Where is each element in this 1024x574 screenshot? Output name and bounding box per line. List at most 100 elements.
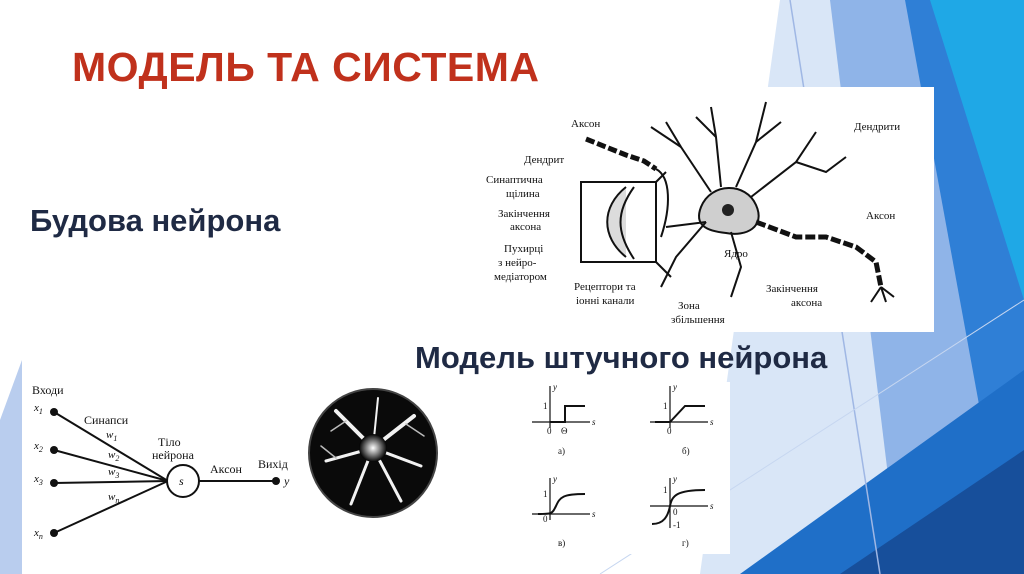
axon-terminal-detail <box>606 186 627 258</box>
incoming-axon <box>585 136 658 172</box>
receptor-membrane <box>619 186 635 260</box>
zoom-connector <box>655 171 672 278</box>
output-node <box>272 477 280 485</box>
body-label-1: Тіло <box>158 435 181 449</box>
label-axon-left: Аксон <box>571 118 600 130</box>
dendrite-branch <box>710 106 722 188</box>
bottom-dark-triangle <box>840 450 1024 574</box>
label-axon-ending-1: Закінчення <box>498 208 550 220</box>
plot-b-curve <box>655 405 705 423</box>
plot-a-x-label: s <box>592 417 596 427</box>
label-nucleus: Ядро <box>724 248 748 260</box>
plot-d-curve <box>651 489 706 525</box>
input-xn: xn <box>33 527 43 541</box>
body-label-2: нейрона <box>152 448 195 462</box>
artificial-neuron-figure: Входи Синапси Тіло нейрона Аксон Вихід s… <box>28 378 300 554</box>
plot-b-y-label: y <box>672 382 677 392</box>
plot-c-x-label: s <box>592 509 596 519</box>
nucleus <box>722 204 734 216</box>
input-x1: x1 <box>33 402 43 416</box>
dendrite-branch <box>665 221 707 228</box>
dendrite-branch <box>695 116 717 138</box>
input-x2: x2 <box>33 440 43 454</box>
dendrite-branch <box>730 231 743 298</box>
plot-d-minus-one: -1 <box>673 520 681 530</box>
label-axon-ending-2: аксона <box>510 221 541 233</box>
label-receptors-2: іонні канали <box>576 295 635 307</box>
label-vesicles-2: з нейро- <box>498 257 537 269</box>
artificial-neuron-svg: Входи Синапси Тіло нейрона Аксон Вихід s… <box>32 383 290 541</box>
plot-b-zero: 0 <box>667 426 672 436</box>
dendrite-branch <box>665 121 712 193</box>
label-vesicles-1: Пухирці <box>504 243 543 255</box>
plot-d-caption: г) <box>682 538 689 548</box>
input-line-1 <box>53 411 169 482</box>
dendrite-branch <box>795 156 847 174</box>
label-axon-ending-right-2: аксона <box>791 297 822 309</box>
plot-b-one: 1 <box>663 401 668 411</box>
label-synaptic-cleft-1: Синаптична <box>486 174 543 186</box>
photo-branch <box>320 420 425 459</box>
output-label: Вихід <box>258 457 288 471</box>
plot-a-one: 1 <box>543 401 548 411</box>
plot-a-caption: а) <box>558 446 565 456</box>
activation-functions-svg: y s 1 0 Θ а) y s 1 0 б) y s 1 0 в) y s 1… <box>532 382 714 548</box>
dendrite-line <box>655 168 669 238</box>
plot-a-theta: Θ <box>561 426 568 436</box>
label-zoom-zone-1: Зона <box>678 300 700 312</box>
plot-a-zero: 0 <box>547 426 552 436</box>
plot-c-one: 1 <box>543 489 548 499</box>
input-node-1 <box>50 408 58 416</box>
input-node-3 <box>50 479 58 487</box>
plot-d-y-label: y <box>672 474 677 484</box>
neuron-photo <box>306 386 440 520</box>
input-node-2 <box>50 446 58 454</box>
plot-a-curve <box>550 405 585 423</box>
photo-soma <box>359 434 387 462</box>
activation-functions-figure: y s 1 0 Θ а) y s 1 0 б) y s 1 0 в) y s 1… <box>530 382 730 554</box>
label-zoom-zone-2: збільшення <box>671 314 725 326</box>
label-axon-ending-right-1: Закінчення <box>766 283 818 295</box>
plot-c-curve <box>537 493 586 515</box>
dendrite-branch <box>735 101 767 188</box>
dendrite-branch <box>755 121 782 143</box>
input-node-n <box>50 529 58 537</box>
plot-d-zero: 0 <box>673 507 678 517</box>
plot-a-y-label: y <box>552 382 557 392</box>
input-x3: x3 <box>33 473 43 487</box>
plot-b-x-label: s <box>710 417 714 427</box>
plot-c-y-label: y <box>552 474 557 484</box>
neuron-structure-figure: Аксон Дендрити Дендрит Синаптична щілина… <box>466 87 934 332</box>
output-symbol: y <box>283 474 290 488</box>
plot-d-x-label: s <box>710 501 714 511</box>
axon-label: Аксон <box>210 462 243 476</box>
artificial-neuron-heading: Модель штучного нейрона <box>415 340 828 375</box>
label-axon-right: Аксон <box>866 210 895 222</box>
input-line-2 <box>53 449 169 482</box>
neuron-structure-svg: Аксон Дендрити Дендрит Синаптична щілина… <box>486 101 900 326</box>
plot-d-one: 1 <box>663 485 668 495</box>
dendrite-branch <box>650 126 682 148</box>
cyan-band <box>930 0 1024 300</box>
outgoing-axon <box>755 219 884 288</box>
plot-c-zero: 0 <box>543 514 548 524</box>
dendrite-branch <box>660 221 707 288</box>
input-line-n <box>53 480 169 534</box>
synapses-label: Синапси <box>84 413 129 427</box>
label-dendrite: Дендрит <box>524 154 564 166</box>
label-dendrites: Дендрити <box>854 121 900 133</box>
sum-symbol: s <box>179 474 184 488</box>
label-vesicles-3: медіатором <box>494 271 547 283</box>
plot-c-caption: в) <box>558 538 565 548</box>
axon-terminal <box>870 286 895 303</box>
input-line-3 <box>53 480 169 484</box>
left-accent <box>0 360 22 574</box>
label-receptors-1: Рецептори та <box>574 281 636 293</box>
weight-w1: w1 <box>106 429 117 443</box>
neuron-structure-heading: Будова нейрона <box>30 203 281 238</box>
weight-w3: w3 <box>108 466 119 480</box>
inputs-label: Входи <box>32 383 64 397</box>
weight-wn: wn <box>108 491 119 505</box>
neuron-photo-svg <box>308 388 438 518</box>
plot-b-caption: б) <box>682 446 690 456</box>
